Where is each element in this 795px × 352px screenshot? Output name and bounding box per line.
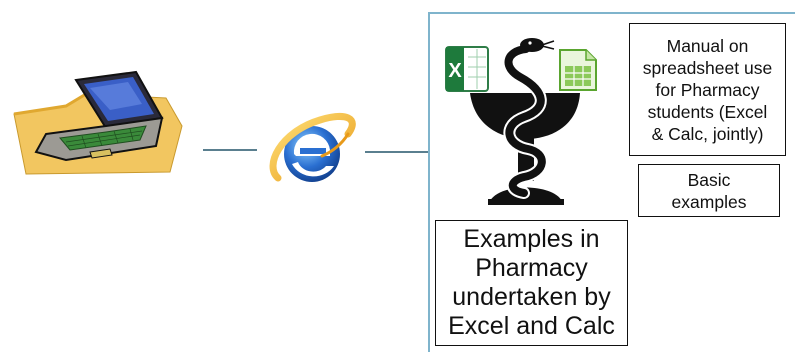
excel-icon: X [445,46,489,92]
svg-text:X: X [448,60,462,82]
connector-laptop-ie [203,149,257,151]
manual-description-text: Manual on spreadsheet use for Pharmacy s… [642,35,773,144]
connector-ie-panel [365,151,429,153]
calc-icon [559,49,597,91]
basic-examples-text: Basic examples [671,169,747,212]
basic-examples-box: Basic examples [638,164,780,217]
laptop-icon [13,70,183,175]
content-panel [428,12,795,352]
pharmacy-snake-cup-icon [470,38,580,205]
pharmacy-examples-text: Examples in Pharmacy undertaken by Excel… [448,225,615,340]
internet-explorer-icon [269,113,356,182]
manual-description-box: Manual on spreadsheet use for Pharmacy s… [629,23,786,156]
pharmacy-examples-box: Examples in Pharmacy undertaken by Excel… [435,220,628,346]
